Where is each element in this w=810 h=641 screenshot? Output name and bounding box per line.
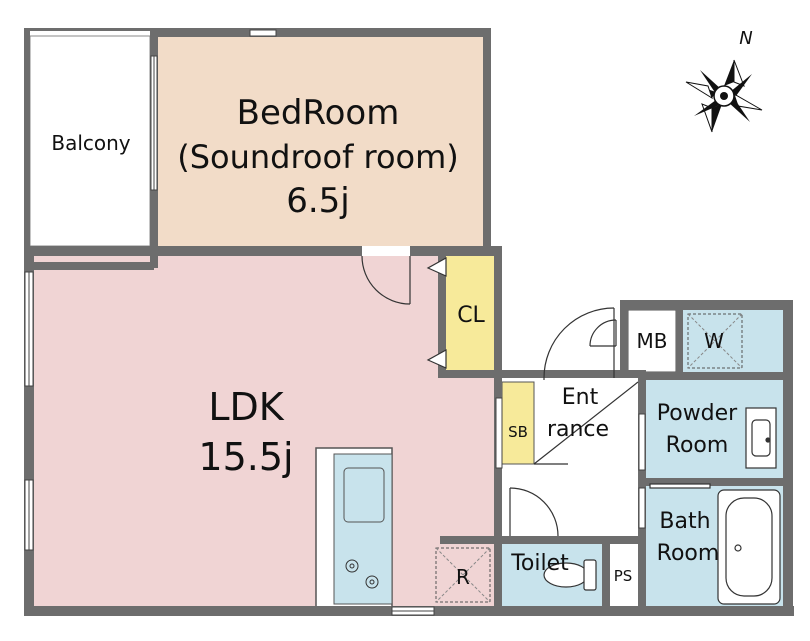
toilet-icon [543,559,597,591]
shoe-box-floor [501,381,535,465]
ps-label: PS [614,567,633,585]
doors [361,246,711,537]
bathtub-icon [717,489,781,605]
powder-room-label-line2: Room [666,433,729,458]
compass-north-label: N [739,28,752,49]
refrigerator-label: R [456,565,470,589]
refrigerator-space [435,547,491,603]
powder-sink-icon [745,407,777,469]
toilet-label: Toilet [510,551,569,576]
powder-room-label-line1: Powder [657,401,738,426]
bedroom-floor [157,36,483,246]
bedroom-note: (Soundroof room) [177,138,459,176]
kitchen-sink [343,467,385,523]
washer-floor [683,310,783,374]
ps-floor [610,544,638,608]
shoe-box-label: SB [508,423,528,441]
entrance-label-line1: Ent [562,385,599,410]
washer-label: W [704,329,724,353]
bath-room-label-line1: Bath [659,509,710,534]
bedroom-size: 6.5j [286,181,350,221]
closet-floor [446,256,494,370]
washer-pan [687,313,743,369]
bath-room-label-line2: Room [657,541,720,566]
windows [24,29,646,616]
bedroom-label: BedRoom [237,93,400,133]
entrance-label-line2: rance [547,417,609,442]
meter-box-label: MB [637,329,668,353]
stove-icon [345,559,379,589]
compass-icon [685,59,763,133]
balcony-floor [29,35,151,247]
closet-label: CL [457,303,485,328]
ldk-label: LDK [208,385,284,429]
ldk-size: 15.5j [198,435,293,479]
ldk-floor [34,256,494,608]
balcony-label: Balcony [51,131,130,155]
